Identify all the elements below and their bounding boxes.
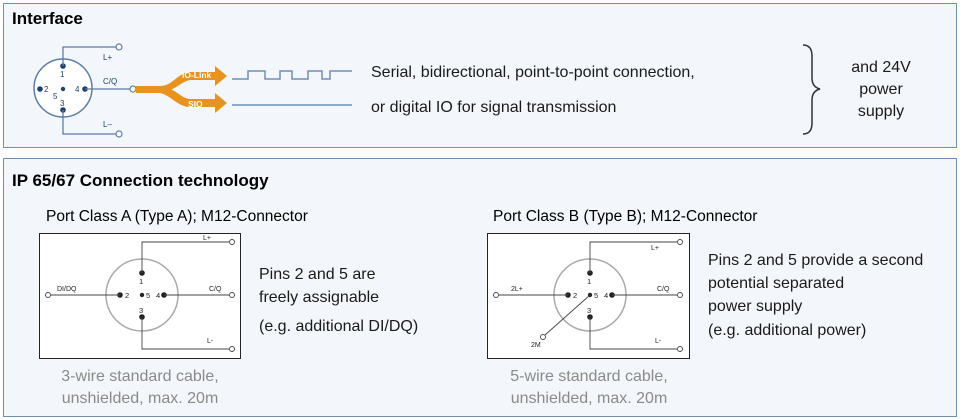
- class-b-2m-wire: [544, 294, 591, 336]
- svg-text:4: 4: [604, 291, 608, 300]
- svg-text:2: 2: [573, 291, 577, 300]
- interface-line-1: Serial, bidirectional, point-to-point co…: [371, 64, 695, 81]
- class-b-2m-label: 2M: [531, 342, 541, 349]
- lminus-terminal: [115, 130, 123, 138]
- class-a-desc-1: Pins 2 and 5 are: [259, 266, 376, 283]
- ip-title: IP 65/67 Connection technology: [12, 171, 269, 190]
- class-a-lplus-label: L+: [203, 235, 211, 242]
- lplus-label: L+: [103, 53, 112, 62]
- pin-5-label: 5: [53, 92, 58, 101]
- lminus-wire: [62, 110, 117, 135]
- iolink-arrow-label: IO-Link: [182, 70, 212, 80]
- pin-1-label: 1: [60, 70, 65, 79]
- class-a-didq-label: DI/DQ: [57, 286, 77, 293]
- class-b-desc-3: power supply: [708, 298, 803, 315]
- class-b-diagram: 1 2 5 4 3 L+ C/Q 2L+ 2M L-: [487, 233, 690, 359]
- pin-5: [60, 86, 66, 92]
- pin-2: [37, 86, 43, 92]
- class-a-cable-2: unshielded, max. 20m: [61, 390, 219, 407]
- class-b-cable: 5-wire standard cable, unshielded, max. …: [489, 366, 689, 410]
- class-b-cable-1: 5-wire standard cable,: [510, 368, 668, 385]
- brace-text-3: supply: [857, 103, 905, 120]
- svg-text:1: 1: [587, 277, 591, 286]
- brace-text-2: power: [859, 81, 903, 98]
- class-b-desc: Pins 2 and 5 provide a second potential …: [708, 249, 923, 318]
- pin-2-label: 2: [44, 85, 49, 94]
- class-b-cq-label: C/Q: [657, 286, 670, 293]
- class-a-cq-label: C/Q: [209, 286, 222, 293]
- pin-3-label: 3: [60, 99, 65, 108]
- class-a-note: (e.g. additional DI/DQ): [259, 318, 419, 335]
- square-wave: [232, 70, 352, 80]
- interface-title: Interface: [12, 9, 83, 28]
- class-b-lplus-wire: [589, 241, 677, 273]
- lplus-terminal: [115, 43, 123, 51]
- class-a-caption: Port Class A (Type A); M12-Connector: [46, 208, 308, 225]
- class-b-lplus-label: L+: [651, 245, 659, 252]
- class-b-desc-1: Pins 2 and 5 provide a second: [708, 252, 924, 269]
- class-a-lminus-wire: [141, 317, 229, 350]
- pin-4-label: 4: [75, 85, 80, 94]
- class-a-pin-5: [139, 292, 145, 298]
- class-b-lminus-wire: [589, 317, 677, 350]
- svg-text:5: 5: [146, 291, 150, 300]
- class-a-cable: 3-wire standard cable, unshielded, max. …: [40, 366, 240, 410]
- svg-text:1: 1: [139, 277, 143, 286]
- cq-terminal: [129, 85, 137, 93]
- sio-arrow-label: SIO: [188, 99, 203, 109]
- svg-text:3: 3: [139, 306, 143, 315]
- class-a-lplus-wire: [141, 241, 229, 273]
- lminus-label: L–: [103, 120, 112, 129]
- interface-diagram: 1 2 5 3 4 L+ C/Q L– IO-Link SIO: [33, 43, 821, 138]
- interface-panel: [3, 3, 957, 148]
- class-a-diagram: 1 2 5 4 3 L+ C/Q DI/DQ L-: [39, 233, 241, 359]
- class-b-2lplus-label: 2L+: [511, 286, 523, 293]
- cq-label: C/Q: [103, 77, 117, 86]
- brace-text: and 24V power supply: [836, 57, 926, 123]
- class-a-desc: Pins 2 and 5 are freely assignable: [259, 263, 379, 309]
- interface-line-2: or digital IO for signal transmission: [371, 99, 617, 116]
- curly-brace: [802, 44, 821, 135]
- class-b-lminus-label: L-: [655, 338, 662, 345]
- class-a-desc-2: freely assignable: [259, 289, 380, 306]
- brace-text-1: and 24V: [851, 59, 911, 76]
- svg-text:5: 5: [594, 291, 598, 300]
- class-b-note: (e.g. additional power): [708, 322, 867, 339]
- sio-arrow: [136, 86, 227, 113]
- svg-text:3: 3: [587, 306, 591, 315]
- class-b-desc-2: potential separated: [708, 275, 845, 292]
- svg-text:4: 4: [156, 291, 160, 300]
- class-a-pin-4: [161, 292, 167, 298]
- lplus-wire: [62, 46, 117, 66]
- svg-text:2: 2: [125, 291, 129, 300]
- class-b-caption: Port Class B (Type B); M12-Connector: [493, 208, 758, 225]
- class-a-cable-1: 3-wire standard cable,: [61, 368, 219, 385]
- class-b-cable-2: unshielded, max. 20m: [510, 390, 668, 407]
- class-a-lminus-label: L-: [207, 338, 214, 345]
